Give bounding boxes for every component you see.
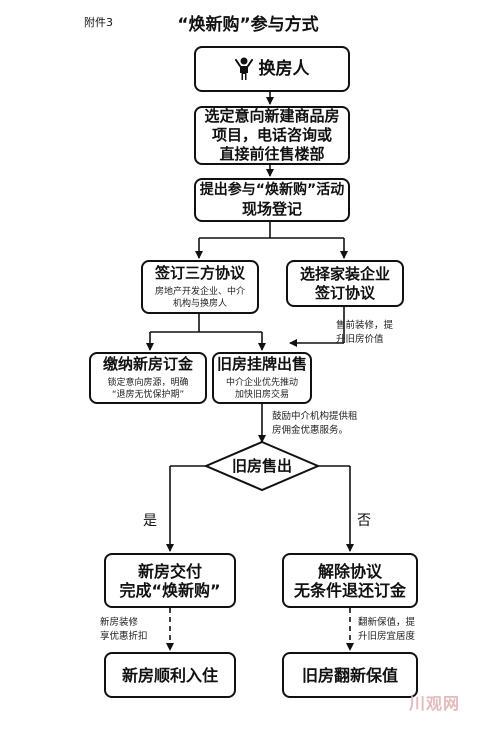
decoration-line2: 签订协议 <box>314 283 375 302</box>
node-deposit: 缴纳新房订金 锁定意向房源，明确 “退房无忧保护期” <box>89 352 207 404</box>
node-terminate: 解除协议 无条件退还订金 <box>282 553 418 608</box>
presale-line1: 售前装修，提 <box>336 320 394 331</box>
note-agency: 鼓励中介机构提供租 房佣金优惠服务。 <box>272 410 382 438</box>
terminate-line2: 无条件退还订金 <box>293 580 406 600</box>
node-decoration: 选择家装企业 签订协议 <box>286 260 404 307</box>
watermark: 川观网 <box>408 694 460 713</box>
agency-line1: 鼓励中介机构提供租 <box>272 411 358 422</box>
select-house-line3: 直接前往售楼部 <box>219 145 325 163</box>
presale-line2: 升旧房价值 <box>336 334 384 345</box>
node-exchanger: 换房人 <box>194 46 350 92</box>
node-listing: 旧房挂牌出售 中介企业优先推动 加快旧房交易 <box>212 352 312 404</box>
yes-label: 是 <box>143 513 157 529</box>
refurbish-line2: 升旧房宜居度 <box>358 631 416 642</box>
exchanger-label: 换房人 <box>258 58 310 79</box>
decision-label: 旧房售出 <box>231 457 292 475</box>
move-in-label: 新房顺利入住 <box>121 665 218 685</box>
attachment-label: 附件3 <box>84 16 113 29</box>
no-label: 否 <box>357 513 371 529</box>
node-apply: 提出参与“焕新购”活动 现场登记 <box>194 178 350 222</box>
deposit-sub-line2: “退房无忧保护期” <box>111 390 185 400</box>
delivery-line2: 完成“焕新购” <box>119 580 221 600</box>
apply-line1: 提出参与“焕新购”活动 <box>199 182 345 198</box>
apply-line2: 现场登记 <box>241 200 302 218</box>
page-title: “焕新购”参与方式 <box>177 15 319 35</box>
decision-diamond <box>203 440 321 492</box>
note-presale: 售前装修，提 升旧房价值 <box>336 319 416 347</box>
node-select-house: 选定意向新建商品房 项目，电话咨询或 直接前往售楼部 <box>194 106 350 165</box>
deposit-title: 缴纳新房订金 <box>102 355 193 373</box>
select-house-line1: 选定意向新建商品房 <box>204 107 340 125</box>
node-tripartite: 签订三方协议 房地产开发企业、中介 机构与换房人 <box>141 260 259 314</box>
terminate-line1: 解除协议 <box>317 561 382 581</box>
node-renovate: 旧房翻新保值 <box>282 652 418 698</box>
decoration-line1: 选择家装企业 <box>299 264 390 283</box>
newhome-line1: 新房装修 <box>100 617 139 628</box>
deposit-sub-line1: 锁定意向房源，明确 <box>107 378 189 388</box>
newhome-line2: 享优惠折扣 <box>100 631 148 642</box>
renovate-label: 旧房翻新保值 <box>301 665 398 685</box>
refurbish-line1: 翻新保值，提 <box>358 617 416 628</box>
delivery-line1: 新房交付 <box>137 561 202 581</box>
tripartite-sub-line1: 房地产开发企业、中介 <box>154 287 245 297</box>
select-house-line2: 项目，电话咨询或 <box>211 126 332 144</box>
node-delivery: 新房交付 完成“焕新购” <box>104 553 236 608</box>
listing-sub-line1: 中介企业优先推动 <box>225 378 298 388</box>
agency-line2: 房佣金优惠服务。 <box>272 425 349 436</box>
tripartite-sub-line2: 机构与换房人 <box>172 299 227 309</box>
listing-title: 旧房挂牌出售 <box>216 355 307 373</box>
person-icon <box>234 57 253 81</box>
tripartite-title: 签订三方协议 <box>154 264 245 282</box>
note-newhome: 新房装修 享优惠折扣 <box>100 616 170 644</box>
listing-sub-line2: 加快旧房交易 <box>234 390 289 400</box>
note-refurbish: 翻新保值，提 升旧房宜居度 <box>358 616 438 644</box>
node-move-in: 新房顺利入住 <box>104 652 236 698</box>
